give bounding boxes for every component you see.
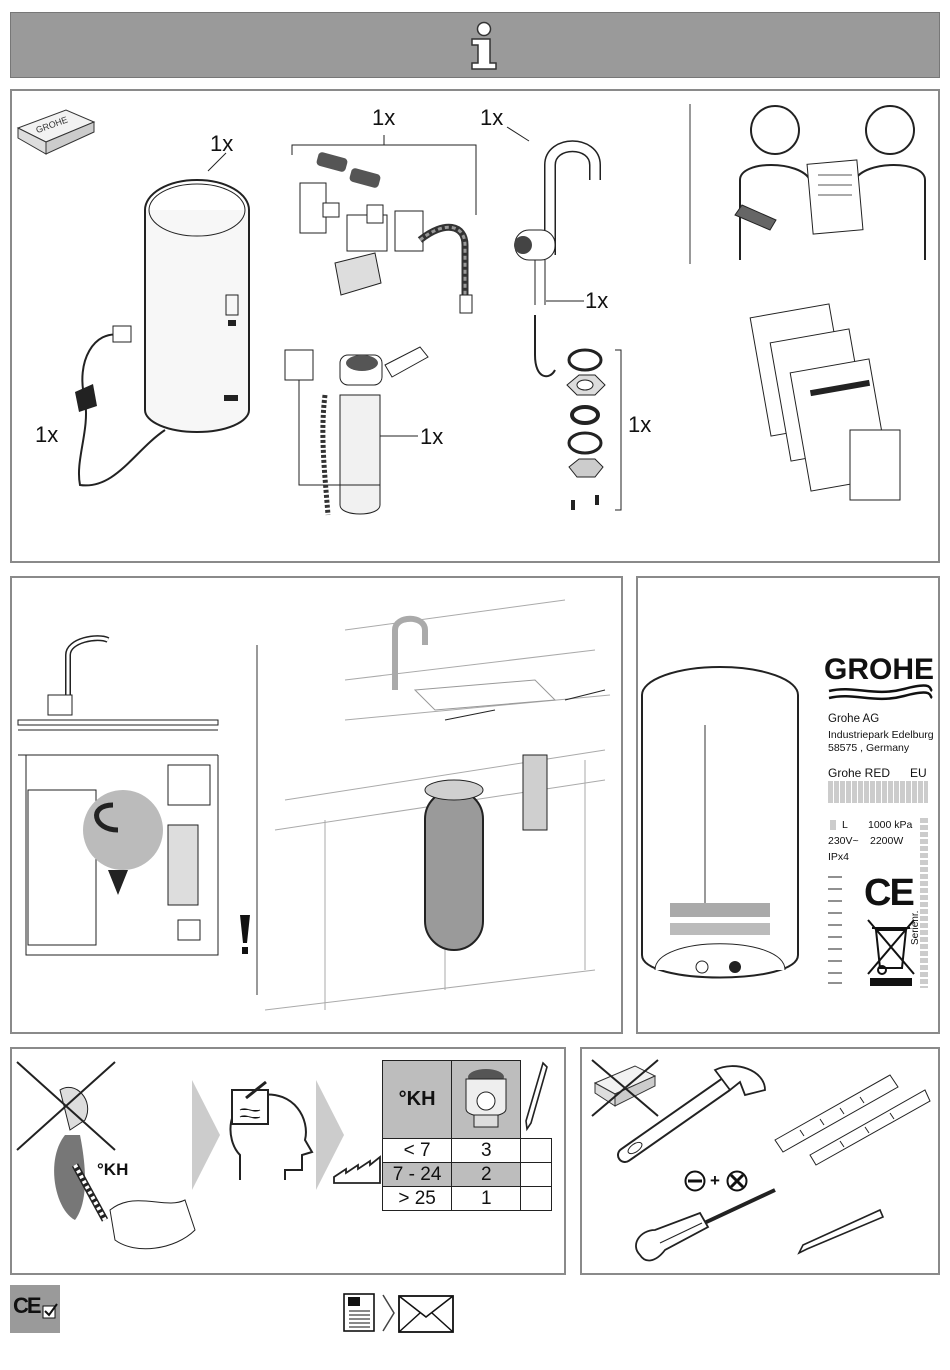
faucet-leader xyxy=(505,125,535,145)
filter-qty-label: 1x xyxy=(420,426,443,448)
company-name: Grohe AG xyxy=(828,712,879,728)
scope-divider xyxy=(689,104,691,264)
filter-head-header-cell xyxy=(452,1061,521,1139)
footer-arrow-icon xyxy=(382,1294,396,1332)
folding-rule-icon xyxy=(770,1065,930,1165)
placeholder-column xyxy=(920,818,928,988)
step-arrow-1 xyxy=(192,1080,222,1190)
model-name: Grohe RED xyxy=(828,765,890,781)
voltage-value: 230V~ xyxy=(828,834,859,848)
range-cell: 7 - 24 xyxy=(383,1163,452,1187)
hose-leader xyxy=(546,298,586,304)
kitchen-perspective-illustration xyxy=(265,590,615,1010)
info-icon xyxy=(464,21,504,71)
fittings-qty-label: 1x xyxy=(372,107,395,129)
note-cell xyxy=(521,1139,552,1163)
stair-icon xyxy=(332,1155,382,1185)
checkbox-icon xyxy=(42,1303,58,1319)
volume-unit: L xyxy=(842,818,848,832)
weee-bin-icon xyxy=(866,918,916,988)
setting-cell: 3 xyxy=(452,1139,521,1163)
manuals-stack-illustration xyxy=(755,290,915,510)
envelope-icon xyxy=(398,1295,454,1333)
installer-handover-illustration xyxy=(730,100,930,270)
power-cable-illustration xyxy=(55,320,175,490)
hose-qty-label: 1x xyxy=(585,290,608,312)
kh-header-label: °KH xyxy=(399,1088,436,1110)
scene-divider xyxy=(256,645,258,995)
serial-label: Serienr. xyxy=(910,911,921,945)
hardness-row-1: < 7 3 xyxy=(383,1139,552,1163)
cabinet-cross-section xyxy=(18,625,258,875)
ip-rating: IPx4 xyxy=(828,850,849,864)
grohe-logo: GROHE xyxy=(824,655,934,708)
power-value: 2200W xyxy=(870,834,903,848)
fittings-kit-illustration xyxy=(295,145,485,315)
mounting-parts-qty-label: 1x xyxy=(628,414,651,436)
boiler-qty-label: 1x xyxy=(210,133,233,155)
setting-cell: 2 xyxy=(452,1163,521,1187)
note-cell xyxy=(521,1187,552,1211)
hardness-row-3: > 25 1 xyxy=(383,1187,552,1211)
company-city: 58575 , Germany xyxy=(828,741,909,755)
wrench-icon xyxy=(615,1060,775,1170)
water-hardness-table: °KH < 7 3 7 - 24 2 > 25 1 xyxy=(382,1060,552,1211)
ce-mark-large: CE xyxy=(864,872,913,915)
setting-cell: 1 xyxy=(452,1187,521,1211)
faucet-qty-label: 1x xyxy=(480,107,503,129)
head-thinking-icon xyxy=(220,1080,315,1190)
grohe-box-icon: GROHE xyxy=(16,108,96,158)
placeholder-bars xyxy=(828,781,928,803)
dip-kh-label: °KH xyxy=(97,1160,128,1180)
pencil-header-cell xyxy=(521,1061,552,1139)
power-cable-qty-label: 1x xyxy=(35,424,58,446)
pencil-icon xyxy=(523,1061,549,1131)
boiler-leader xyxy=(206,153,236,173)
header-bar xyxy=(10,12,940,78)
scale-ticks xyxy=(828,875,848,985)
filter-head-icon xyxy=(458,1065,514,1129)
warning-icon xyxy=(238,915,252,955)
range-cell: < 7 xyxy=(383,1139,452,1163)
kh-header-cell: °KH xyxy=(383,1061,452,1139)
model-region: EU xyxy=(910,765,927,781)
ce-conformity-badge: CE xyxy=(10,1285,60,1333)
hardness-row-2: 7 - 24 2 xyxy=(383,1163,552,1187)
pencil-tool-icon xyxy=(795,1205,885,1255)
grohe-wave-icon xyxy=(824,685,934,703)
ce-mark-small: CE xyxy=(13,1293,40,1319)
screwdriver-icon xyxy=(630,1185,780,1265)
brand-name: GROHE xyxy=(824,655,934,685)
volume-box xyxy=(830,820,836,830)
filter-leader xyxy=(380,433,420,439)
declaration-document-icon xyxy=(343,1293,377,1333)
note-cell xyxy=(521,1163,552,1187)
pressure-value: 1000 kPa xyxy=(868,818,912,832)
range-cell: > 25 xyxy=(383,1187,452,1211)
boiler-front-illustration xyxy=(640,665,810,985)
